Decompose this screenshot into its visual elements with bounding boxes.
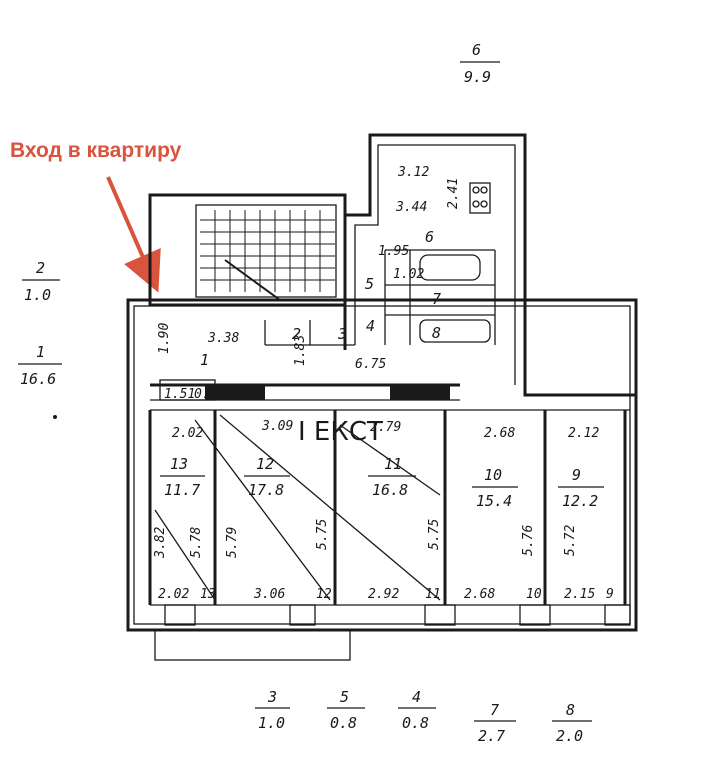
entry-label: Вход в квартиру	[10, 139, 182, 162]
entry-arrow	[106, 176, 161, 293]
legend-bottom: 3 1.0 5 0.8 4 0.8 7 2.7 8 2.0	[255, 688, 592, 745]
legend-left: 2 1.0 1 16.6	[18, 259, 62, 388]
mark-dot	[53, 415, 57, 419]
room-13-num: 13	[170, 455, 188, 473]
outer-walls	[126, 133, 638, 661]
room-label-6: 6	[425, 228, 434, 246]
staircase	[200, 210, 335, 301]
room-12-area: 17.8	[248, 481, 284, 499]
room-label-8: 8	[432, 324, 441, 342]
dim-r13-depth: 5.78	[189, 527, 204, 558]
legend-bottom-area-3: 1.0	[258, 714, 285, 732]
dim-r10-depth: 5.76	[521, 525, 536, 556]
legend-bottom-num-7: 7	[490, 701, 499, 719]
dim-corridor: 6.75	[355, 357, 386, 372]
legend-left-num-1: 1	[36, 343, 45, 361]
stamp-text: I ЕКСТ	[298, 417, 383, 447]
room-9-area: 12.2	[562, 492, 598, 510]
tag-11: 11	[425, 587, 441, 602]
dim-r10-top: 2.68	[484, 426, 515, 441]
wet-area-labels: 3.12 3.44 2.41 6 1.95 1.02 5 7 4 8	[365, 165, 461, 342]
dim-r13-top: 2.02	[172, 426, 203, 441]
room-label-4: 4	[366, 317, 375, 335]
dim-r13-side: 3.82	[153, 527, 168, 559]
legend-bottom-num-5: 5	[340, 688, 349, 706]
legend-top-num: 6	[472, 41, 481, 59]
legend-bottom-num-3: 3	[267, 688, 277, 706]
rooms: 2.02 3.09 2.79 2.68 2.12 I ЕКСТ 13 11.7 …	[153, 417, 614, 602]
dim-r9-top: 2.12	[568, 426, 599, 441]
tag-10: 10	[526, 587, 542, 602]
dim-corr-h: 1.83	[293, 335, 308, 366]
legend-bottom-area-5: 0.8	[330, 714, 357, 732]
tag-13: 13	[200, 587, 216, 602]
dim-small-a: 1.51	[164, 387, 195, 402]
dim-hall-h: 1.90	[157, 323, 172, 354]
dim-r12-bot: 3.06	[253, 587, 285, 602]
legend-left-area-2: 1.0	[24, 286, 51, 304]
room-label-1: 1	[200, 351, 209, 369]
dim-r12-top: 3.09	[261, 419, 293, 434]
room-label-2: 2	[292, 325, 301, 343]
dim-r11-bot: 2.92	[368, 587, 399, 602]
dim-hall-len: 3.38	[207, 331, 239, 346]
legend-bottom-area-8: 2.0	[556, 727, 583, 745]
legend-bottom-num-8: 8	[566, 701, 575, 719]
legend-left-area-1: 16.6	[20, 370, 56, 388]
dim-r12-depth2: 5.75	[315, 519, 330, 550]
dim-r9-bot: 2.15	[564, 587, 595, 602]
room-10-num: 10	[484, 466, 502, 484]
legend-bottom-area-7: 2.7	[478, 727, 505, 745]
dim-r9-depth: 5.72	[563, 525, 578, 556]
legend-bottom-area-4: 0.8	[402, 714, 429, 732]
room-10-area: 15.4	[476, 492, 512, 510]
dim-kitchen-top: 3.12	[397, 165, 429, 180]
dim-r13-bot: 2.02	[158, 587, 189, 602]
tag-12: 12	[316, 587, 332, 602]
room-label-5: 5	[365, 275, 374, 293]
dim-r12-depth: 5.79	[225, 527, 240, 558]
legend-bottom-num-4: 4	[412, 688, 421, 706]
room-label-3: 3	[337, 325, 347, 343]
legend-top: 6 9.9	[460, 41, 500, 86]
room-label-7: 7	[432, 290, 441, 308]
legend-top-area: 9.9	[464, 68, 491, 86]
room-11-num: 11	[384, 455, 402, 473]
dim-bath-top: 1.02	[393, 267, 424, 282]
dim-kitchen-w: 1.95	[378, 244, 409, 259]
dim-r10-bot: 2.68	[464, 587, 495, 602]
dim-r11-top: 2.79	[370, 420, 401, 435]
room-11-area: 16.8	[372, 481, 408, 499]
legend-left-num-2: 2	[36, 259, 45, 277]
dim-kitchen-v: 2.41	[446, 178, 461, 209]
room-12-num: 12	[256, 455, 274, 473]
dim-small-b: 0.7	[194, 387, 218, 402]
room-9-num: 9	[572, 466, 581, 484]
hall-labels: 3.38 1.90 1 2 3 1.83 6.75 1.51 0.7	[157, 323, 386, 402]
tag-9: 9	[606, 587, 614, 602]
dim-kitchen-side: 3.44	[395, 200, 427, 215]
room-13-area: 11.7	[164, 481, 200, 499]
dim-r11-depth: 5.75	[427, 519, 442, 550]
room-partitions	[148, 379, 631, 626]
